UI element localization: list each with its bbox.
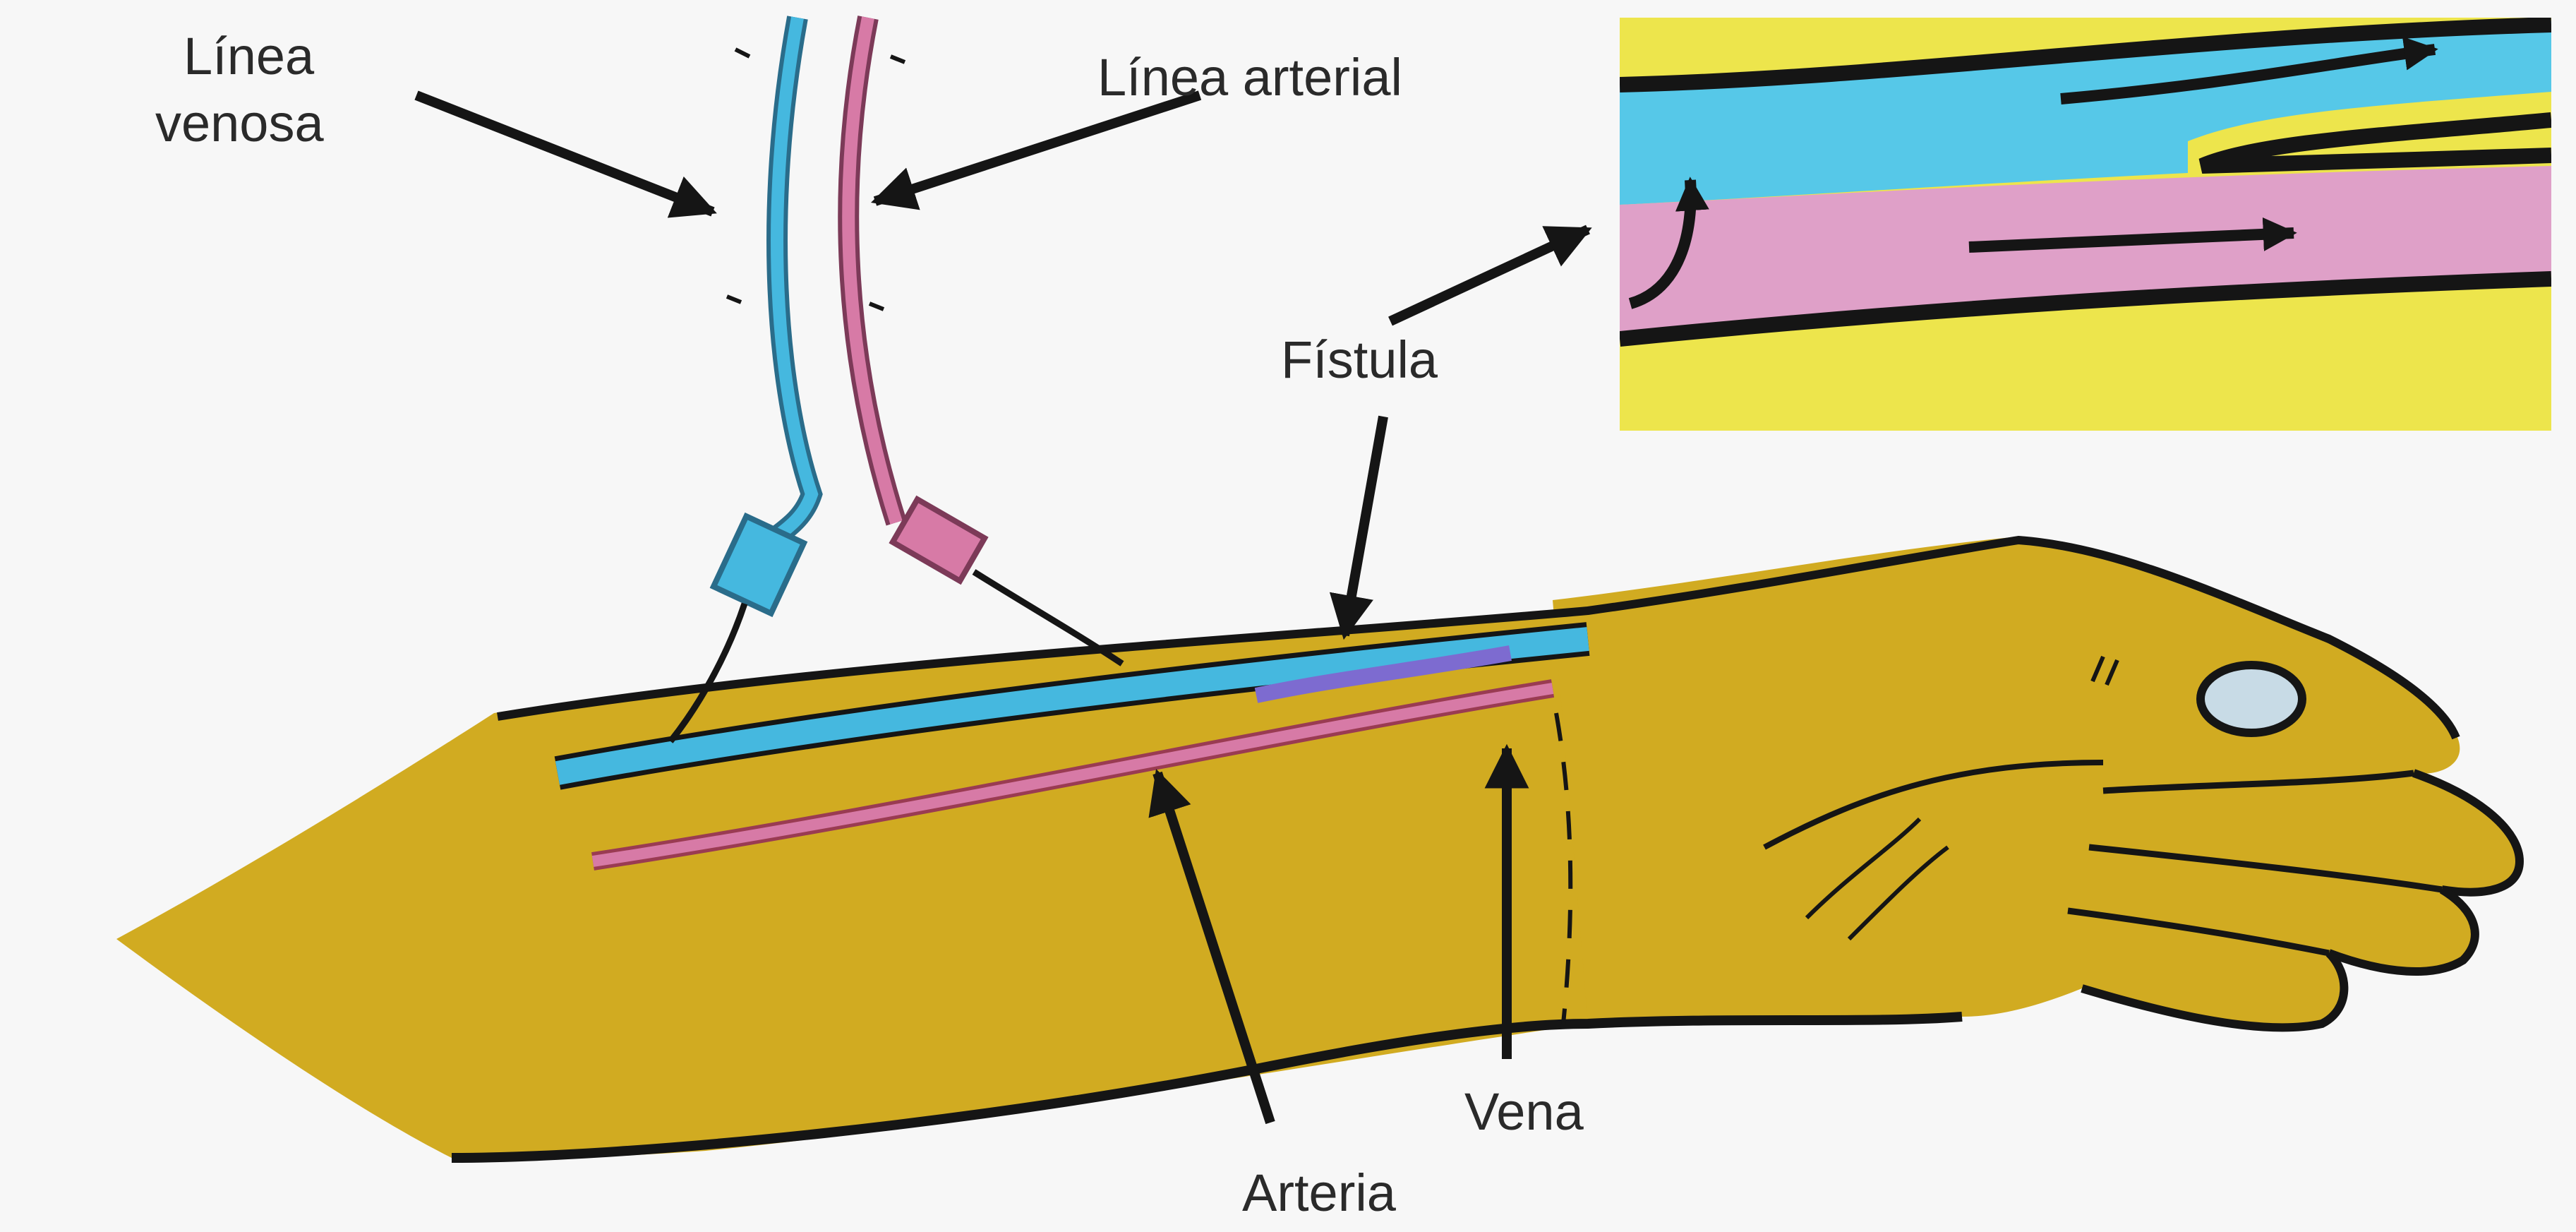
arrow-arterial-line — [875, 95, 1200, 201]
forearm-and-hand — [116, 537, 2520, 1159]
dialysis-lines — [670, 18, 1122, 741]
arrow-to-inset — [1390, 229, 1588, 321]
arterial-line-fill — [848, 18, 896, 522]
arrow-fistula — [1344, 417, 1383, 635]
label-venous-line-1: Línea — [183, 27, 315, 85]
arrow-venous-line — [416, 95, 713, 212]
label-venous-line-2: venosa — [155, 94, 324, 152]
clamp-marks — [727, 49, 905, 309]
hand — [1553, 537, 2520, 1027]
label-arterial-line: Línea arterial — [1097, 48, 1402, 107]
fistula-inset — [1620, 18, 2551, 431]
fingernail — [2201, 665, 2302, 733]
label-fistula: Fístula — [1281, 330, 1438, 389]
label-vein: Vena — [1464, 1082, 1584, 1141]
arterial-connector — [893, 499, 985, 581]
label-artery: Arteria — [1242, 1164, 1397, 1222]
forearm — [116, 607, 1588, 1159]
